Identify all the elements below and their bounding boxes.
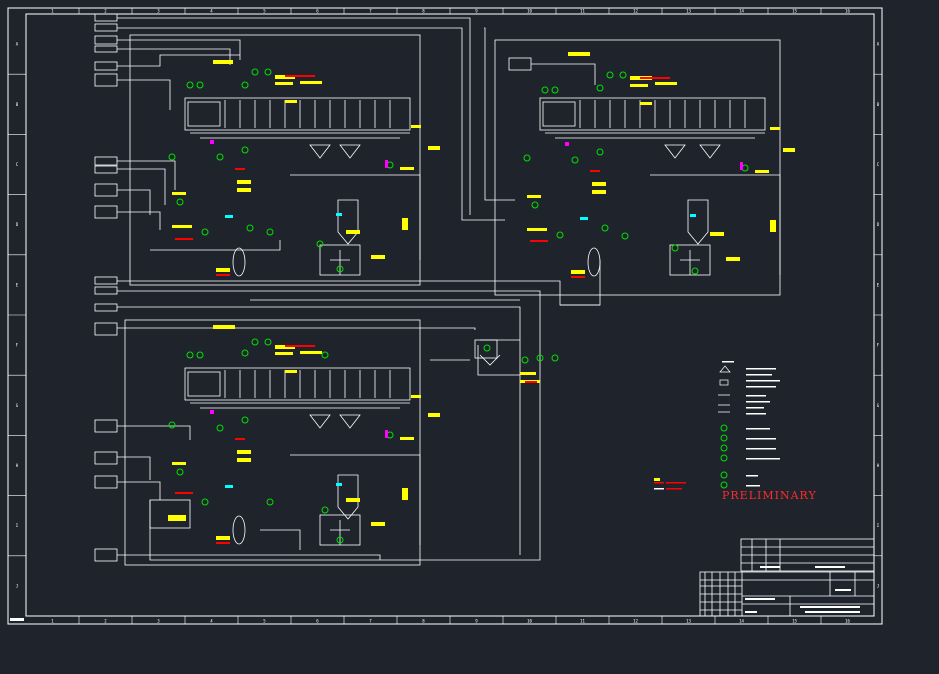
column-marker-bottom-8: 8 <box>422 619 425 624</box>
preliminary-stamp: PRELIMINARY <box>722 489 817 502</box>
column-marker-top-11: 11 <box>580 9 585 14</box>
column-marker-top-8: 8 <box>422 9 425 14</box>
row-marker-right-F: F <box>877 343 880 348</box>
column-marker-bottom-15: 15 <box>792 619 797 624</box>
unit-1-instruments <box>168 60 440 276</box>
row-marker-right-E: E <box>877 282 880 287</box>
row-marker-left-B: B <box>16 102 19 107</box>
column-marker-bottom-12: 12 <box>633 619 638 624</box>
column-marker-bottom-11: 11 <box>580 619 585 624</box>
drawing-frame <box>7 7 883 625</box>
unit-2-instruments <box>523 52 795 278</box>
column-marker-bottom-3: 3 <box>157 619 160 624</box>
off-page-connectors-left <box>94 13 532 562</box>
column-marker-bottom-5: 5 <box>263 619 266 624</box>
column-marker-bottom-1: 1 <box>51 619 54 624</box>
row-markers-left: A B C D E F G H I J <box>8 42 26 588</box>
column-marker-top-16: 16 <box>845 9 850 14</box>
column-marker-bottom-14: 14 <box>739 619 744 624</box>
column-marker-bottom-16: 16 <box>845 619 850 624</box>
row-marker-right-J: J <box>877 583 879 588</box>
column-marker-bottom-4: 4 <box>210 619 213 624</box>
column-marker-top-3: 3 <box>157 9 160 14</box>
row-marker-left-J: J <box>16 583 18 588</box>
title-block-text <box>745 566 860 613</box>
column-marker-top-5: 5 <box>263 9 266 14</box>
shared-equipment <box>474 339 559 383</box>
column-marker-top-2: 2 <box>104 9 107 14</box>
row-marker-right-I: I <box>877 523 880 528</box>
row-marker-right-D: D <box>877 222 880 227</box>
unit-2-equipment <box>539 97 766 277</box>
row-marker-right-G: G <box>877 403 880 408</box>
row-markers-right: A B C D E F G H I J <box>874 42 882 588</box>
legend <box>654 361 780 490</box>
row-marker-left-F: F <box>16 343 19 348</box>
row-marker-right-H: H <box>877 463 880 468</box>
revision-tag <box>10 618 24 621</box>
title-block <box>699 538 875 617</box>
column-marker-bottom-2: 2 <box>104 619 107 624</box>
row-marker-right-C: C <box>877 162 880 167</box>
column-marker-top-7: 7 <box>369 9 372 14</box>
unit-3-equipment <box>149 367 411 546</box>
column-marker-top-13: 13 <box>686 9 691 14</box>
column-marker-top-15: 15 <box>792 9 797 14</box>
column-marker-bottom-7: 7 <box>369 619 372 624</box>
column-marker-top-4: 4 <box>210 9 213 14</box>
column-marker-bottom-13: 13 <box>686 619 691 624</box>
column-marker-bottom-10: 10 <box>527 619 532 624</box>
column-marker-top-10: 10 <box>527 9 532 14</box>
row-marker-right-A: A <box>877 42 880 47</box>
row-marker-left-A: A <box>16 42 19 47</box>
column-marker-bottom-6: 6 <box>316 619 319 624</box>
row-marker-left-C: C <box>16 162 19 167</box>
column-marker-top-9: 9 <box>475 9 478 14</box>
process-piping <box>117 17 781 566</box>
column-marker-top-14: 14 <box>739 9 744 14</box>
row-marker-left-I: I <box>16 523 19 528</box>
unit-3-instruments <box>168 325 440 544</box>
row-marker-left-H: H <box>16 463 19 468</box>
row-marker-left-G: G <box>16 403 19 408</box>
row-marker-left-E: E <box>16 282 19 287</box>
unit-1-equipment <box>184 97 411 277</box>
column-marker-bottom-9: 9 <box>475 619 478 624</box>
row-marker-left-D: D <box>16 222 19 227</box>
column-marker-top-12: 12 <box>633 9 638 14</box>
row-marker-right-B: B <box>877 102 880 107</box>
column-marker-top-6: 6 <box>316 9 319 14</box>
column-marker-top-1: 1 <box>51 9 54 14</box>
